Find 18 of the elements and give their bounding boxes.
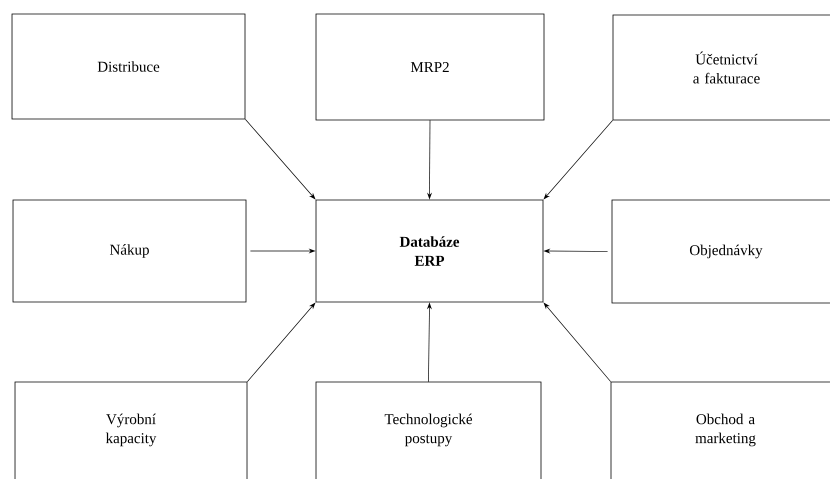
box-label: Obchod a marketing bbox=[695, 414, 756, 446]
box bbox=[14, 382, 248, 479]
box bbox=[316, 382, 542, 479]
box bbox=[610, 382, 830, 479]
box-label: Distribuce bbox=[98, 61, 160, 72]
box-label: Výrobní kapacity bbox=[106, 414, 156, 446]
box bbox=[12, 14, 246, 120]
box bbox=[316, 200, 544, 302]
box bbox=[12, 200, 246, 302]
box-label: Databáze ERP bbox=[400, 236, 460, 266]
box-label: Účetnictví a fakturace bbox=[693, 51, 760, 84]
box bbox=[612, 14, 830, 120]
box bbox=[612, 200, 830, 304]
box bbox=[316, 14, 544, 120]
box-label: Objednávky bbox=[690, 244, 763, 258]
box-label: MRP2 bbox=[410, 62, 449, 72]
box-label: Technologické postupy bbox=[384, 414, 472, 446]
box-label: Nákup bbox=[110, 244, 149, 258]
